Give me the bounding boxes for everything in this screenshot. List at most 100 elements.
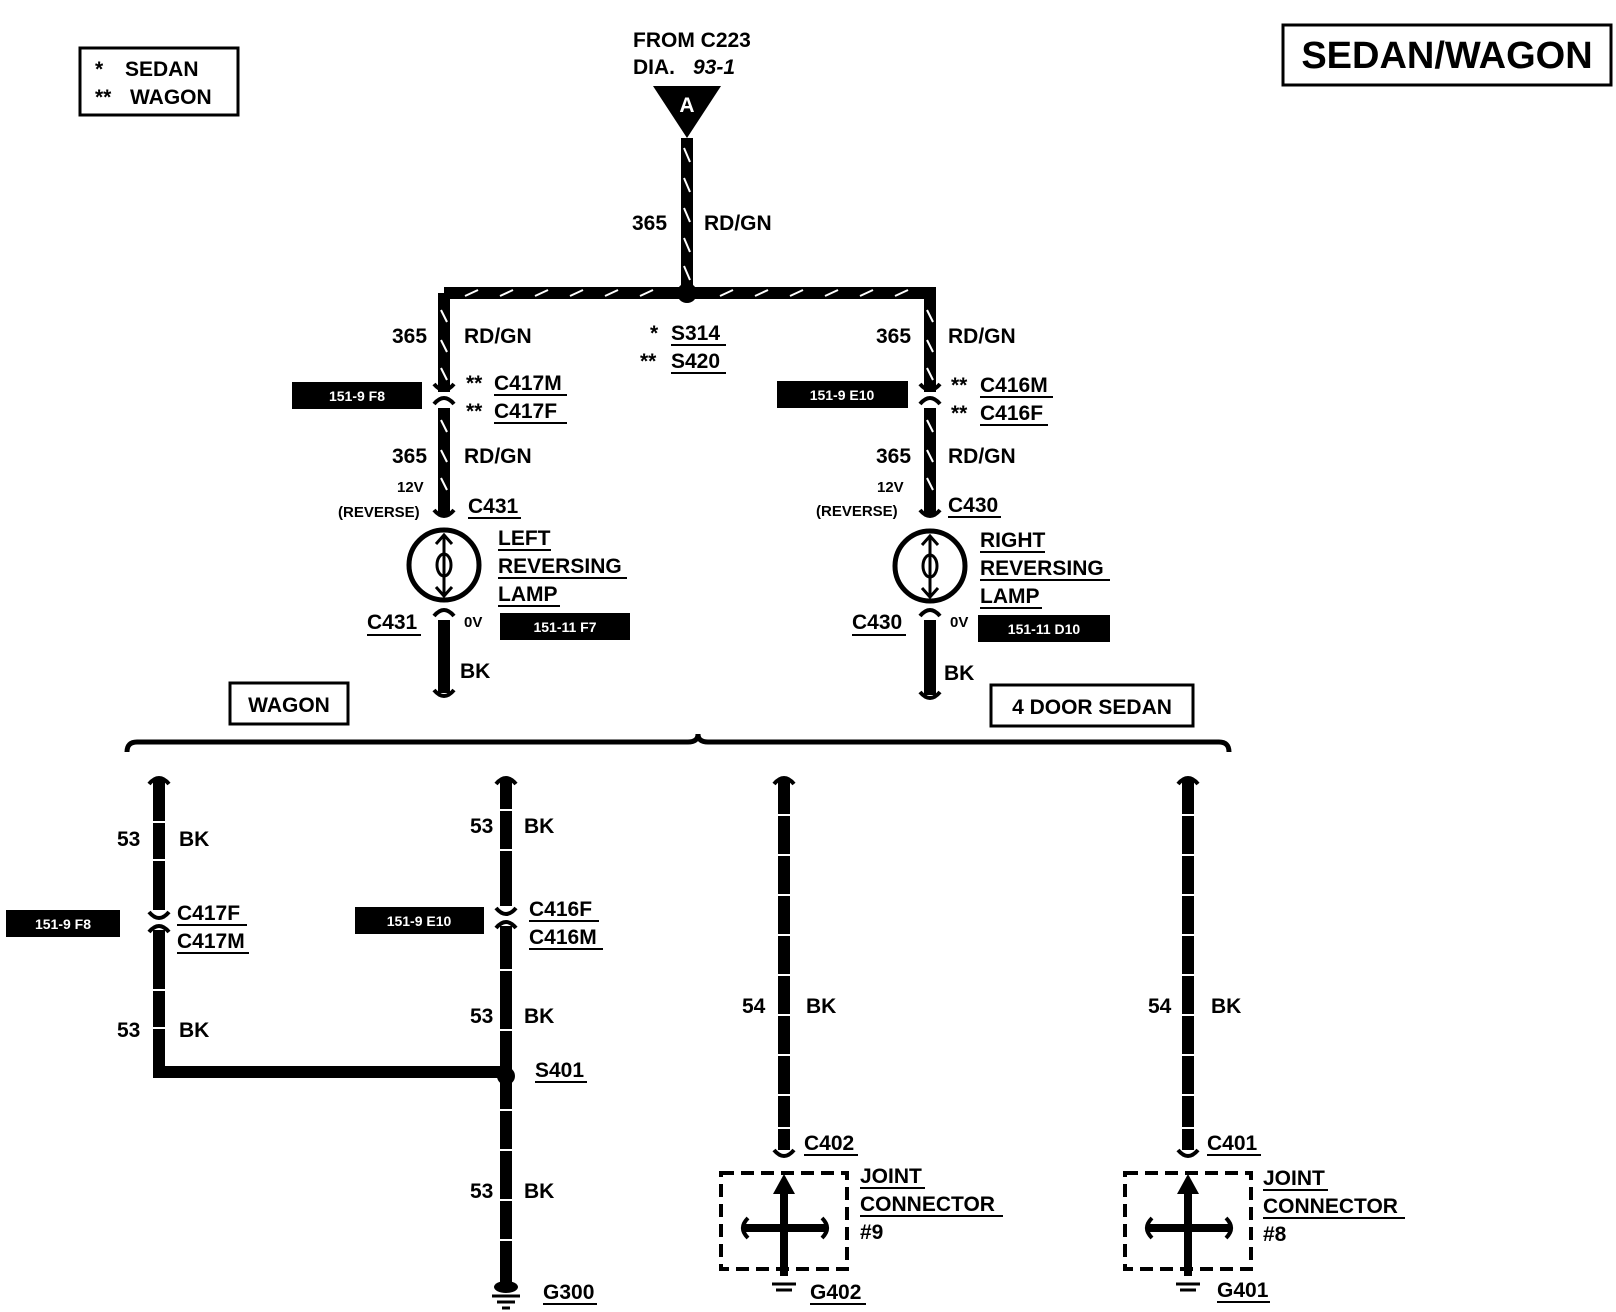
gm-color-c: BK (524, 1180, 554, 1203)
sr-jc-line2: CONNECTOR (1263, 1195, 1398, 1218)
wire-365-top (681, 138, 693, 293)
legend-sedan-mark: * (95, 58, 104, 81)
joint-connector-8-icon (1123, 1171, 1253, 1292)
right-zero-v: 0V (950, 614, 968, 631)
wagon-label-box: WAGON (228, 681, 350, 726)
legend-box: * SEDAN ** WAGON (78, 46, 240, 117)
gl-color-a: BK (179, 828, 209, 851)
gl-color-b: BK (179, 1019, 209, 1042)
gl-ref-box (6, 910, 120, 937)
s401-splice-dot (497, 1067, 515, 1085)
gm-ref: 151-9 E10 (387, 913, 452, 929)
title-box: SEDAN/WAGON (1281, 23, 1613, 87)
sr-jc-line1: JOINT (1263, 1167, 1325, 1190)
gl-conn-m: C417M (177, 930, 245, 953)
splice-sedan-mark: * (650, 322, 659, 345)
right-lamp-line2: REVERSING (980, 557, 1104, 580)
left-ref-bottom: 151-11 F7 (533, 619, 596, 635)
left-lamp-connector-bottom (432, 608, 456, 618)
sl-conn: C402 (804, 1132, 854, 1155)
wire-365-right (918, 293, 942, 515)
sedan-label-box: 4 DOOR SEDAN (989, 683, 1195, 728)
gm-circuit-a: 53 (470, 815, 493, 838)
sr-conn: C401 (1207, 1132, 1258, 1155)
left-ref-top-box (292, 382, 422, 409)
splice-sedan-id: S314 (671, 322, 720, 345)
wire-53-left (147, 776, 506, 1078)
left-circuit: 365 (392, 325, 427, 348)
sl-jc-line2: CONNECTOR (860, 1193, 995, 1216)
right-ref-top-box (777, 381, 908, 408)
top-color: RD/GN (704, 212, 772, 235)
left-color: RD/GN (464, 325, 532, 348)
connector-a-label: A (679, 94, 694, 117)
gm-ground: G300 (543, 1281, 594, 1304)
left-conn-m: C417M (494, 372, 562, 395)
page-title: SEDAN/WAGON (1301, 35, 1592, 77)
right-conn-f-mark: ** (951, 402, 968, 425)
legend-wagon-mark: ** (95, 86, 112, 109)
left-lamp-conn: C431 (468, 495, 519, 518)
sl-jc-line1: JOINT (860, 1165, 922, 1188)
right-conn-m-mark: ** (951, 374, 968, 397)
left-ref-top: 151-9 F8 (329, 388, 385, 404)
source-dia-ref: 93-1 (693, 56, 735, 79)
left-mode: (REVERSE) (338, 504, 420, 521)
gm-circuit-c: 53 (470, 1180, 493, 1203)
wire-54-sedan-right (1176, 776, 1200, 1158)
left-voltage: 12V (397, 479, 424, 496)
splice-dot (677, 283, 697, 303)
right-mode: (REVERSE) (816, 503, 898, 520)
gl-ref: 151-9 F8 (35, 916, 91, 932)
right-lamp-conn: C430 (948, 494, 998, 517)
splice-wagon-mark: ** (640, 350, 657, 373)
connector-a-icon: A (653, 86, 721, 138)
left-bottom-color: BK (460, 660, 490, 683)
gm-color-a: BK (524, 815, 554, 838)
gm-splice: S401 (535, 1059, 584, 1082)
left-color2: RD/GN (464, 445, 532, 468)
gm-color-b: BK (524, 1005, 554, 1028)
right-lamp-line3: LAMP (980, 585, 1040, 608)
gm-ref-box (355, 907, 484, 934)
left-lamp-line1: LEFT (498, 527, 551, 550)
right-lamp-connector-top (918, 508, 942, 518)
left-lamp-line2: REVERSING (498, 555, 622, 578)
right-lamp-conn-bottom: C430 (852, 611, 902, 634)
wire-54-sedan-left (772, 776, 796, 1158)
sl-ground: G402 (810, 1281, 861, 1304)
splice-wagon-id: S420 (671, 350, 720, 373)
right-circuit2: 365 (876, 445, 911, 468)
sr-ground: G401 (1217, 1279, 1269, 1302)
wire-53-mid (494, 776, 518, 1285)
legend-wagon-label: WAGON (130, 86, 212, 109)
sr-jc-line3: #8 (1263, 1223, 1287, 1246)
sedan-label: 4 DOOR SEDAN (1012, 696, 1172, 719)
left-lamp-connector-top (432, 508, 456, 518)
gl-conn-f: C417F (177, 902, 240, 925)
right-color: RD/GN (948, 325, 1016, 348)
gm-circuit-b: 53 (470, 1005, 493, 1028)
right-bottom-color: BK (944, 662, 974, 685)
source-dia-prefix: DIA. (633, 56, 675, 79)
ground-g300-icon (492, 1281, 520, 1310)
left-circuit2: 365 (392, 445, 427, 468)
sl-color: BK (806, 995, 836, 1018)
right-circuit: 365 (876, 325, 911, 348)
left-lamp-line3: LAMP (498, 583, 558, 606)
top-circuit: 365 (632, 212, 667, 235)
right-bulb-icon (892, 528, 968, 604)
gl-circuit-b: 53 (117, 1019, 140, 1042)
joint-connector-9-icon (719, 1171, 849, 1292)
right-ref-top: 151-9 E10 (810, 387, 875, 403)
right-lamp-line1: RIGHT (980, 529, 1046, 552)
left-conn-f: C417F (494, 400, 557, 423)
sl-jc-line3: #9 (860, 1221, 883, 1244)
right-conn-f: C416F (980, 402, 1043, 425)
right-conn-m: C416M (980, 374, 1048, 397)
gl-circuit-a: 53 (117, 828, 140, 851)
gm-conn-f: C416F (529, 898, 592, 921)
wagon-label: WAGON (248, 694, 330, 717)
gm-conn-m: C416M (529, 926, 597, 949)
